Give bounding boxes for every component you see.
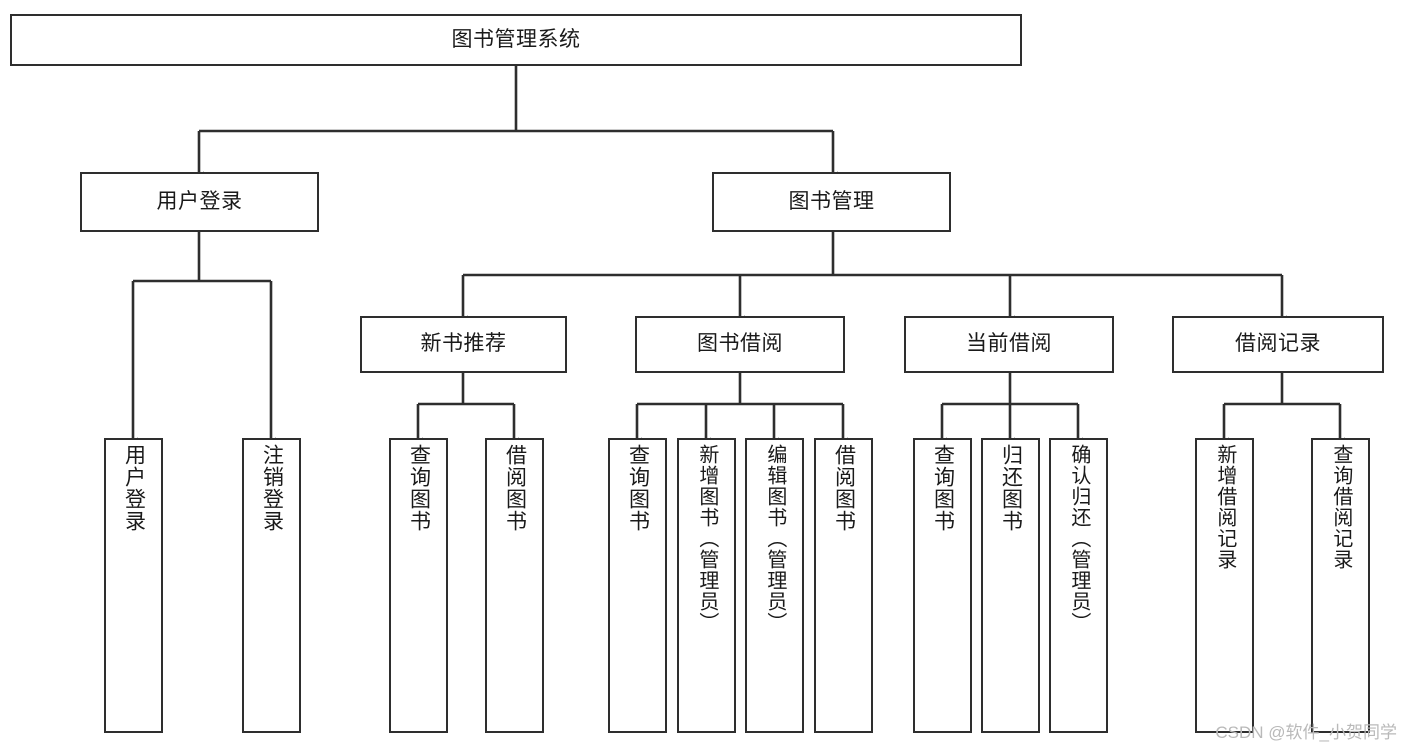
node-label: 用户登录	[122, 444, 146, 532]
node-label: 图书管理系统	[451, 27, 581, 51]
node-label: 确认归还（管理员）	[1067, 444, 1090, 633]
leaf-query-borrow-record[interactable]: 查询借阅记录	[1311, 438, 1370, 733]
leaf-edit-book-admin[interactable]: 编辑图书（管理员）	[745, 438, 804, 733]
leaf-logout[interactable]: 注销登录	[242, 438, 301, 733]
node-label: 查询图书	[931, 444, 955, 532]
node-label: 当前借阅	[966, 332, 1052, 356]
leaf-add-borrow-record[interactable]: 新增借阅记录	[1195, 438, 1254, 733]
node-label: 注销登录	[260, 444, 284, 532]
node-label: 借阅图书	[832, 444, 856, 532]
node-root-system[interactable]: 图书管理系统	[10, 14, 1022, 66]
node-label: 图书借阅	[697, 332, 783, 356]
node-label: 新增图书（管理员）	[695, 444, 718, 633]
node-label: 查询图书	[407, 444, 431, 532]
leaf-borrow-books-recommend[interactable]: 借阅图书	[485, 438, 544, 733]
node-borrow-records[interactable]: 借阅记录	[1172, 316, 1384, 373]
node-book-management[interactable]: 图书管理	[712, 172, 951, 232]
node-label: 新增借阅记录	[1213, 444, 1236, 570]
leaf-query-books-current[interactable]: 查询图书	[913, 438, 972, 733]
node-label: 新书推荐	[420, 332, 507, 356]
node-label: 图书管理	[788, 189, 875, 213]
node-label: 借阅记录	[1235, 332, 1321, 356]
node-label: 查询图书	[626, 444, 650, 532]
leaf-query-books-borrow[interactable]: 查询图书	[608, 438, 667, 733]
leaf-query-books-recommend[interactable]: 查询图书	[389, 438, 448, 733]
node-new-book-recommend[interactable]: 新书推荐	[360, 316, 567, 373]
node-user-login[interactable]: 用户登录	[80, 172, 319, 232]
leaf-return-books[interactable]: 归还图书	[981, 438, 1040, 733]
node-label: 用户登录	[156, 189, 243, 213]
node-book-borrow[interactable]: 图书借阅	[635, 316, 845, 373]
leaf-confirm-return-admin[interactable]: 确认归还（管理员）	[1049, 438, 1108, 733]
csdn-watermark: CSDN @软件_小贺同学	[1215, 723, 1397, 742]
leaf-borrow-books-borrow[interactable]: 借阅图书	[814, 438, 873, 733]
node-label: 查询借阅记录	[1329, 444, 1352, 570]
leaf-add-book-admin[interactable]: 新增图书（管理员）	[677, 438, 736, 733]
node-label: 归还图书	[999, 444, 1023, 532]
node-label: 借阅图书	[503, 444, 527, 532]
node-current-borrow[interactable]: 当前借阅	[904, 316, 1114, 373]
leaf-user-login[interactable]: 用户登录	[104, 438, 163, 733]
node-label: 编辑图书（管理员）	[763, 444, 786, 633]
